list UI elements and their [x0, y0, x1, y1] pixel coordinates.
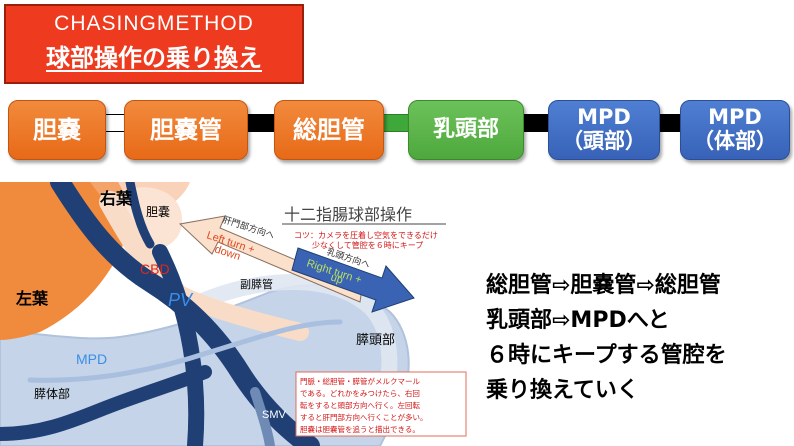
- flow-step-common-bile-duct: 総胆管: [274, 100, 384, 160]
- label-smv: SMV: [262, 409, 287, 421]
- flow-step-mpd-body: MPD （体部）: [680, 100, 790, 160]
- vessel-branch-upper: [125, 182, 155, 249]
- label-left-lobe: 左葉: [15, 289, 49, 308]
- label-cbd: CBD: [140, 261, 170, 277]
- tip-line-1: コツ：カメラを圧着し空気をできるだけ: [294, 230, 438, 240]
- right-arrow-text-2: up: [329, 271, 344, 286]
- smv: [250, 387, 275, 446]
- portal-vein: [50, 182, 320, 446]
- vessel-branch-lower: [152, 244, 205, 446]
- note-line-3: 転をすると頭部方向へ行く。左回転: [300, 400, 420, 410]
- flow-step-cystic-duct: 胆嚢管: [124, 100, 248, 160]
- label-accessory-duct: 副膵管: [240, 277, 273, 291]
- note-line-5: 胆嚢は胆嚢管を追うと描出できる。: [300, 424, 420, 434]
- title-main: 球部操作の乗り換え: [46, 44, 262, 72]
- summary-text: 総胆管⇨胆嚢管⇨総胆管 乳頭部⇨MPDへと ６時にキープする管腔を 乗り換えてい…: [486, 273, 727, 403]
- note-line-2: である。どれかをみつけたら、右回: [300, 388, 420, 398]
- connector-4: [522, 114, 550, 132]
- label-pv: PV: [168, 290, 194, 310]
- right-turn-arrow: [291, 247, 415, 313]
- label-right-lobe: 右葉: [100, 189, 133, 208]
- note-box: [295, 371, 467, 437]
- connector-1: [104, 114, 126, 132]
- note-line-4: すると肝門部方向へ行くことが多い。: [300, 412, 428, 422]
- tip-line-2: 少なくして管腔を６時にキープ: [312, 240, 423, 250]
- label-pancreatic-head: 膵頭部: [356, 333, 395, 348]
- title-banner: CHASINGMETHOD 球部操作の乗り換え: [4, 4, 304, 84]
- anatomy-diagram: 十二指腸球部操作 コツ：カメラを圧着し空気をできるだけ 少なくして管腔を６時にキ…: [0, 182, 467, 446]
- label-mpd: MPD: [76, 351, 107, 367]
- splenic-vein: [0, 365, 212, 441]
- diagram-heading: 十二指腸球部操作: [284, 205, 412, 224]
- main-pancreatic-duct: [27, 319, 343, 383]
- flow-step-mpd-head: MPD （頭部）: [548, 100, 660, 160]
- connector-2: [246, 114, 276, 132]
- label-gallbladder: 胆嚢: [146, 204, 170, 219]
- flow-step-papilla: 乳頭部: [408, 100, 524, 160]
- title-method: CHASINGMETHOD: [54, 12, 254, 35]
- connector-5: [658, 114, 682, 132]
- label-sv: SV: [168, 395, 187, 411]
- label-pancreatic-body: 膵体部: [34, 386, 70, 401]
- note-line-1: 門脈・総胆管・膵管がメルクマール: [300, 376, 420, 386]
- flow-step-gallbladder: 胆嚢: [8, 100, 106, 160]
